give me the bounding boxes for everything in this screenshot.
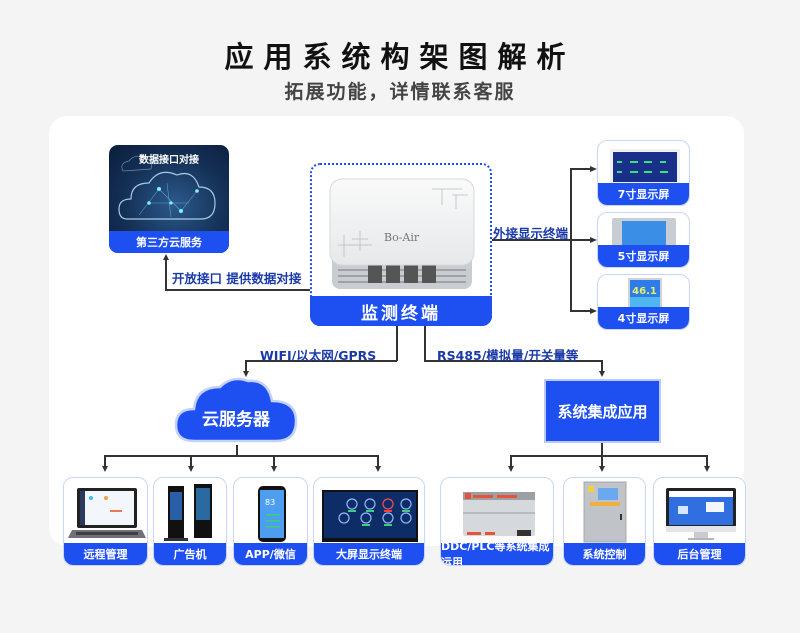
connector-line [245, 360, 397, 362]
arrow-down-icon [508, 466, 514, 472]
arrow-right-icon [590, 237, 597, 243]
large-screen-card: 大屏显示终端 [313, 477, 425, 566]
external-display-label: 外接显示终端 [493, 226, 569, 241]
connector-line [570, 239, 592, 241]
arrow-right-icon [590, 308, 597, 314]
display-5inch-card: 5寸显示屏 [597, 212, 690, 268]
connector-line [245, 360, 247, 374]
third-party-overlay-text: 数据接口对接 [139, 155, 199, 166]
arrow-down-icon [243, 371, 249, 377]
connector-line [706, 455, 708, 467]
connector-line [273, 455, 275, 467]
wired-label: RS485/模拟量/开关量等 [437, 348, 579, 363]
smartphone-icon [258, 486, 286, 542]
desktop-monitor-icon [666, 488, 736, 540]
remote-management-card: 远程管理 [63, 477, 148, 566]
arrow-down-icon [188, 466, 194, 472]
connector-line [570, 168, 592, 170]
display-4inch-card: 46.1 4寸显示屏 [597, 274, 690, 330]
system-integration-node: 系统集成应用 [544, 379, 661, 443]
backend-management-caption: 后台管理 [654, 543, 745, 565]
cloud-server-node: 云服务器 [172, 375, 300, 445]
wireless-label: WIFI/以太网/GPRS [260, 348, 377, 363]
connector-line [396, 326, 398, 361]
remote-management-caption: 远程管理 [64, 543, 147, 565]
system-control-card: 系统控制 [563, 477, 646, 566]
page-subtitle: 拓展功能，详情联系客服 [284, 81, 516, 103]
arrow-down-icon [102, 466, 108, 472]
arrow-down-icon [599, 466, 605, 472]
third-party-caption: 第三方云服务 [109, 231, 229, 253]
display-4inch-screen-icon [628, 278, 662, 309]
arrow-down-icon [375, 466, 381, 472]
ad-machine-caption: 广告机 [154, 543, 226, 565]
open-interface-label: 开放接口 提供数据对接 [172, 271, 302, 286]
cloud-network-icon [118, 156, 216, 220]
display-4inch-caption: 4寸显示屏 [598, 307, 689, 329]
arrow-up-icon [163, 254, 169, 260]
page-title: 应用系统构架图解析 [224, 40, 576, 74]
connector-line [104, 455, 106, 467]
display-7inch-caption: 7寸显示屏 [598, 183, 689, 205]
app-reading: 83 [265, 498, 276, 507]
cloud-icon [174, 377, 298, 443]
third-party-cloud-card: 数据接口对接 第三方云服务 [109, 145, 229, 253]
plc-controller-icon [463, 492, 535, 536]
ad-machine-card: 广告机 [153, 477, 227, 566]
app-wechat-card: 83 APP/微信 [233, 477, 308, 566]
arrow-down-icon [599, 371, 605, 377]
arrow-down-icon [704, 466, 710, 472]
display-4inch-reading: 46.1 [632, 286, 657, 297]
connector-line [190, 455, 192, 467]
connector-line [601, 360, 603, 374]
connector-line [236, 445, 238, 455]
display-7inch-screen-icon [610, 149, 680, 185]
connector-line [104, 455, 378, 457]
arrow-down-icon [271, 466, 277, 472]
arrow-right-icon [590, 166, 597, 172]
monitor-caption: 监测终端 [310, 296, 492, 326]
connector-line [570, 310, 592, 312]
connector-line [492, 239, 571, 241]
display-5inch-caption: 5寸显示屏 [598, 245, 689, 267]
connector-line [424, 326, 426, 361]
display-5inch-screen-icon [612, 218, 676, 247]
display-7inch-card: 7寸显示屏 [597, 140, 690, 206]
control-cabinet-icon [583, 481, 627, 543]
air-monitor-device-icon [329, 178, 475, 289]
connector-line [510, 455, 512, 467]
kiosk-icon [164, 484, 212, 541]
connector-line [601, 443, 603, 455]
app-wechat-caption: APP/微信 [234, 543, 307, 565]
ddc-plc-card: DDC/PLC等系统集成运用 [440, 477, 554, 566]
ddc-plc-caption: DDC/PLC等系统集成运用 [441, 540, 553, 565]
connector-line [165, 260, 167, 290]
laptop-icon [68, 488, 146, 538]
connector-line [601, 455, 603, 467]
large-screen-caption: 大屏显示终端 [314, 543, 424, 565]
cloud-server-label: 云服务器 [202, 410, 270, 430]
system-control-caption: 系统控制 [564, 543, 645, 565]
backend-management-card: 后台管理 [653, 477, 746, 566]
monitor-terminal-card: Bo-Air 监测终端 [310, 163, 492, 326]
monitor-brand: Bo-Air [384, 231, 420, 244]
connector-line [377, 455, 379, 467]
connector-line [165, 289, 311, 291]
connector-line [424, 360, 602, 362]
dashboard-screen-icon [322, 490, 418, 542]
connector-line [510, 455, 707, 457]
